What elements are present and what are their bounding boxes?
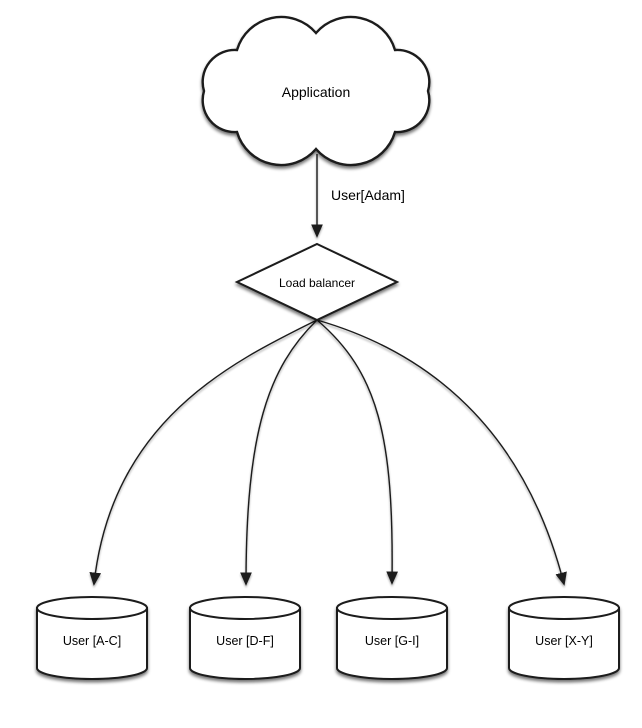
node-label-shard-xy: User [X-Y] [535, 634, 593, 648]
node-shard-gi: User [G-I] [336, 596, 448, 680]
node-label-shard-ac: User [A-C] [63, 634, 121, 648]
node-load-balancer: Load balancer [234, 242, 400, 322]
edge-loadbalancer-to-shard-gi [316, 319, 399, 585]
edge-loadbalancer-to-shard-xy [316, 319, 567, 586]
cylinder-top [36, 596, 148, 620]
cylinder-body [336, 607, 448, 680]
node-label-application: Application [282, 84, 351, 100]
edge-loadbalancer-to-shard-ac [89, 319, 318, 586]
edge-label-user-adam: User[Adam] [331, 187, 405, 203]
edge-loadbalancer-to-shard-df [240, 319, 318, 586]
node-label-load-balancer: Load balancer [279, 276, 355, 290]
node-label-shard-gi: User [G-I] [365, 634, 419, 648]
node-shard-df: User [D-F] [189, 596, 301, 680]
cylinder-top [189, 596, 301, 620]
cylinder-body [508, 607, 620, 680]
node-application: Application [201, 15, 431, 167]
edges [89, 154, 567, 586]
node-label-shard-df: User [D-F] [216, 634, 274, 648]
cylinder-body [36, 607, 148, 680]
cylinder-body [189, 607, 301, 680]
cylinder-top [336, 596, 448, 620]
cloud-shape [201, 15, 431, 167]
diamond-shape [234, 242, 400, 322]
node-shard-ac: User [A-C] [36, 596, 148, 680]
node-shard-xy: User [X-Y] [508, 596, 620, 680]
cylinder-top [508, 596, 620, 620]
